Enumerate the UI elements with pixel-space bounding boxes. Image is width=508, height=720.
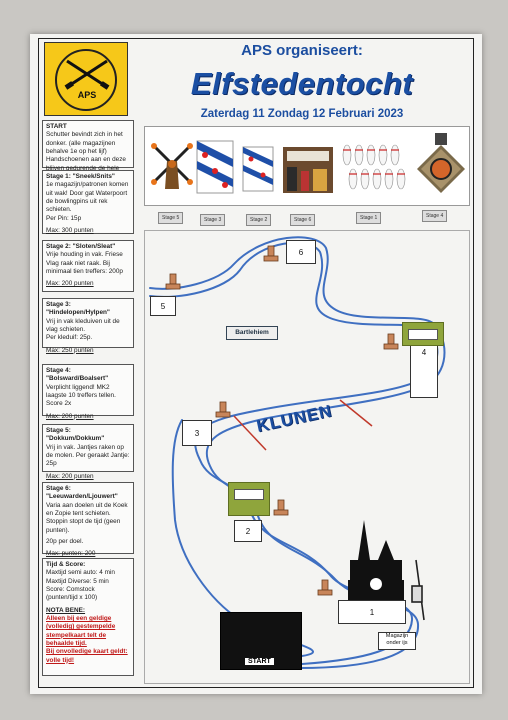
logo-text: APS [77,90,97,100]
start-description: START Schutter bevindt zich in het donke… [42,120,134,180]
nota-bene-1: Alleen bij een geldige (volledig) gestem… [46,614,116,647]
elfsteden-medal-icon [417,133,465,193]
windmill-target-icon [151,143,193,189]
map-stage-box-3: 3 [182,420,212,446]
stage1-description: Stage 1: "Sneek/Snits" 1e magazijn/patro… [42,170,134,234]
stage2-description: Stage 2: "Sloten/Sleat" Vrije houding in… [42,240,134,292]
stage2-title: Stage 2: "Sloten/Sleat" [46,243,116,250]
stage6-max: Max: punten: 200 [46,550,96,558]
stage4-body: Verplicht liggend! MK2 laagste 10 treffe… [46,383,116,408]
strip-label-2: Stage 3 [200,214,226,226]
frisian-flag-small-icon [242,146,274,192]
map-stage-box-6: 6 [286,240,316,264]
stage2-max: Max: 200 punten [46,280,94,288]
stage4-max: Max: 200 punten [46,412,94,420]
start-label: START [245,658,274,665]
stage1-max: Max: 300 punten [46,226,94,234]
start-title: START [46,123,67,130]
crossed-rifles-icon [64,59,110,90]
stage2-body: Vrije houding in vak. Friese Vlag raak n… [46,251,123,275]
score-title: Tijd & Score: [46,561,86,568]
church-silhouette-icon [348,520,404,600]
stage6-description: Stage 6: "Leeuwarden/Ljouwert" Varia aan… [42,482,134,557]
target-picture-strip [144,126,470,206]
stage4-title: Stage 4: "Bolsward/Boalsert" [46,367,109,383]
magazijn-onder-ijs-label: Magazijn onder ijs [378,632,416,650]
stage1-points: Per Pin: 15p [46,214,82,222]
aps-logo: APS [44,42,128,116]
stage4-description: Stage 4: "Bolsward/Boalsert" Verplicht l… [42,364,134,420]
bowling-pins-target-icon [342,144,406,190]
organizer-heading: APS organiseert: [241,42,363,59]
course-map [144,230,470,684]
stage5-body: Vrij in vak. Jantjes raken op de molen. … [46,443,130,468]
start-area: START [220,612,302,670]
map-stage-box-2: 2 [234,520,262,542]
stage6-title: Stage 6: "Leeuwarden/Ljouwert" [46,485,118,501]
score-line2: Maxtijd Diverse: 5 min [46,577,109,585]
score-line1: Maxtijd semi auto: 4 min [46,569,115,577]
shooting-stand-4 [402,322,444,346]
stage1-body: 1e magazijn/patronen komen uit wak! Door… [46,181,129,214]
strip-label-1: Stage 5 [158,212,184,224]
bartlehiem-sign: Bartlehiem [226,326,278,340]
stage3-description: Stage 3: "Hindelopen/Hylpen" Vrij in vak… [42,298,134,354]
stage6-points: 20p per doel. [46,537,84,545]
shooting-stand-2 [228,482,270,516]
stage3-title: Stage 3: "Hindelopen/Hylpen" [46,301,110,317]
stage3-max: Max: 250 punten [46,346,94,354]
logo-ring [55,49,117,111]
strip-label-3: Stage 2 [246,214,272,226]
strip-label-4: Stage 6 [290,214,316,226]
nota-bene-title: NOTA BENE: [46,606,86,614]
score-line4: (punten/tijd x 100) [46,594,98,602]
stage6-body: Varia aan doelen uit de Koek en Zopie te… [46,501,128,534]
stage5-description: Stage 5: "Dokkum/Dokkum" Vrij in vak. Ja… [42,424,134,480]
stage3-points: Per kleduif: 25p. [46,334,93,342]
strip-label-6: Stage 4 [422,210,448,222]
stage3-body: Vrij in vak kleduiven uit de vlag schiet… [46,317,120,333]
time-score-rules: Tijd & Score: Maxtijd semi auto: 4 min M… [42,558,134,676]
stamp-markers [165,245,399,596]
event-title: Elfstedentocht [190,66,414,101]
event-date: Zaterdag 11 Zondag 12 Februari 2023 [200,108,404,120]
map-stage-box-4: 4 [410,342,438,398]
page-frame [38,38,474,688]
stage5-title: Stage 5: "Dokkum/Dokkum" [46,427,105,443]
strip-label-5: Stage 1 [356,212,382,224]
koek-zopie-target-icon [283,147,333,193]
frisian-flag-target-icon [196,140,234,194]
nota-bene-2: Bij onvolledige kaart geldt: volle tijd! [46,648,128,664]
score-line3: Score: Comstock [46,585,95,593]
stage5-max: Max: 200 punten [46,472,94,480]
map-stage-box-1: 1 [338,600,406,624]
map-stage-box-5: 5 [150,296,176,316]
rifle-icon [411,559,425,621]
stage1-title: Stage 1: "Sneek/Snits" [46,173,115,180]
